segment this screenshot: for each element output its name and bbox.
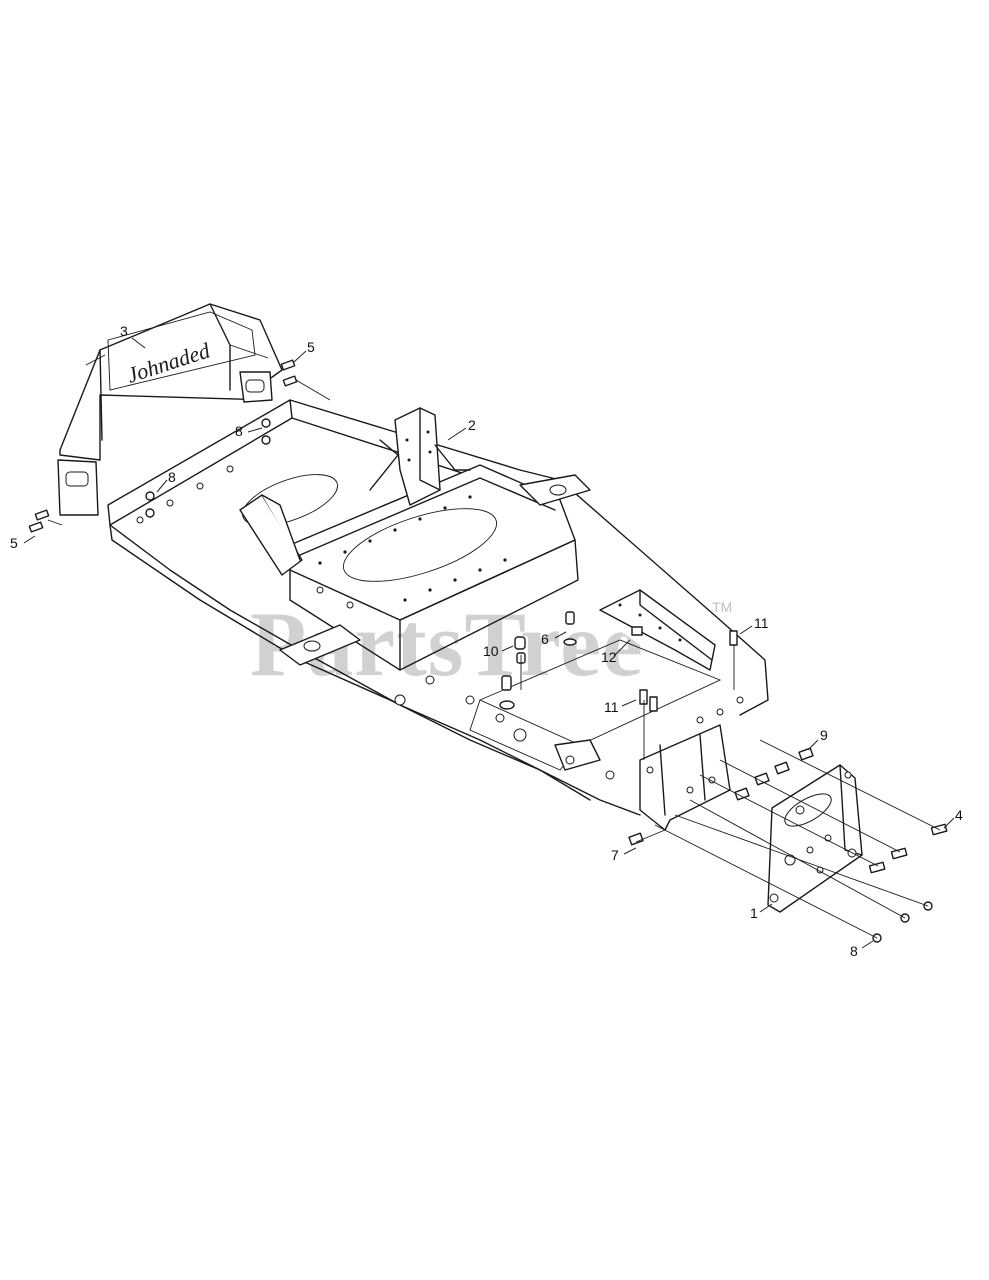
callout-7: 7 [611, 847, 619, 863]
hitch-bracket [639, 724, 731, 831]
callout-3: 3 [120, 323, 128, 339]
callout-5: 5 [307, 339, 315, 355]
callouts: 3 2 5 8 8 5 6 10 11 11 12 9 4 7 1 8 [10, 323, 963, 959]
hitch-plate-part-1 [767, 764, 863, 913]
callout-12: 12 [601, 649, 617, 665]
explosion-lines [47, 379, 941, 939]
callout-10: 10 [483, 643, 499, 659]
callout-8: 8 [235, 423, 243, 439]
callout-11: 11 [754, 615, 769, 631]
callout-leaders [23, 337, 955, 949]
rear-panel-part-3: Johnaded [57, 303, 283, 516]
callout-1: 1 [750, 905, 758, 921]
watermark-trademark: TM [712, 599, 732, 615]
callout-8: 8 [168, 469, 176, 485]
hardware [28, 359, 948, 943]
callout-2: 2 [468, 417, 476, 433]
support-post-part-2 [369, 407, 471, 506]
callout-9: 9 [820, 727, 828, 743]
callout-4: 4 [955, 807, 963, 823]
callout-6: 6 [541, 631, 549, 647]
callout-11: 11 [604, 699, 619, 715]
callout-5: 5 [10, 535, 18, 551]
callout-8: 8 [850, 943, 858, 959]
rear-crossbar [599, 589, 716, 671]
